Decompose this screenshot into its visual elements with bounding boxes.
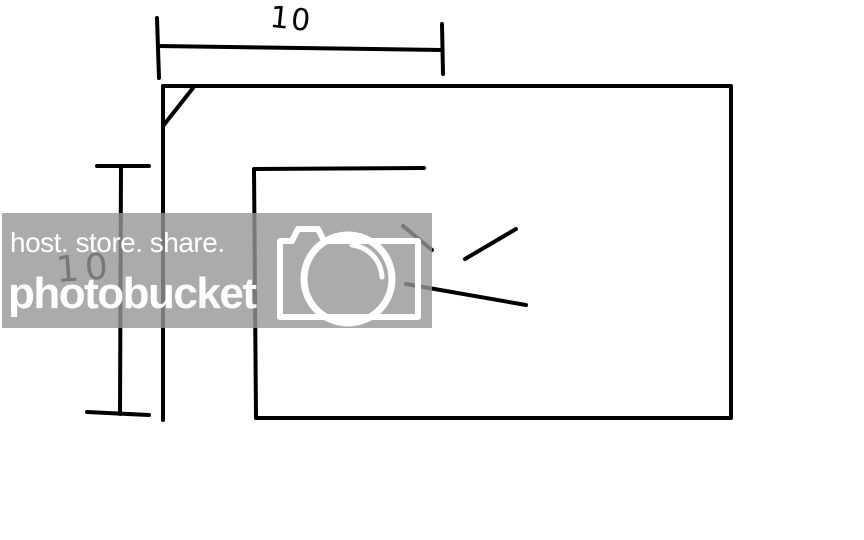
top-dimension-label: 10 xyxy=(268,0,314,40)
watermark-tagline: host. store. share. xyxy=(10,227,225,258)
top-dimension-tick-left xyxy=(155,16,161,80)
outer-rectangle xyxy=(161,84,733,420)
inner-rectangle xyxy=(252,166,426,420)
camera-icon xyxy=(277,226,421,327)
top-dimension-tick-right xyxy=(440,22,445,76)
left-dimension-tick-bottom xyxy=(85,410,151,417)
watermark-brand: photobucket xyxy=(8,269,257,318)
corner-diagonal xyxy=(161,86,195,128)
sketch-mark-2 xyxy=(463,227,518,261)
photobucket-watermark: host. store. share. photobucket xyxy=(2,213,432,328)
top-dimension-line xyxy=(156,44,444,52)
